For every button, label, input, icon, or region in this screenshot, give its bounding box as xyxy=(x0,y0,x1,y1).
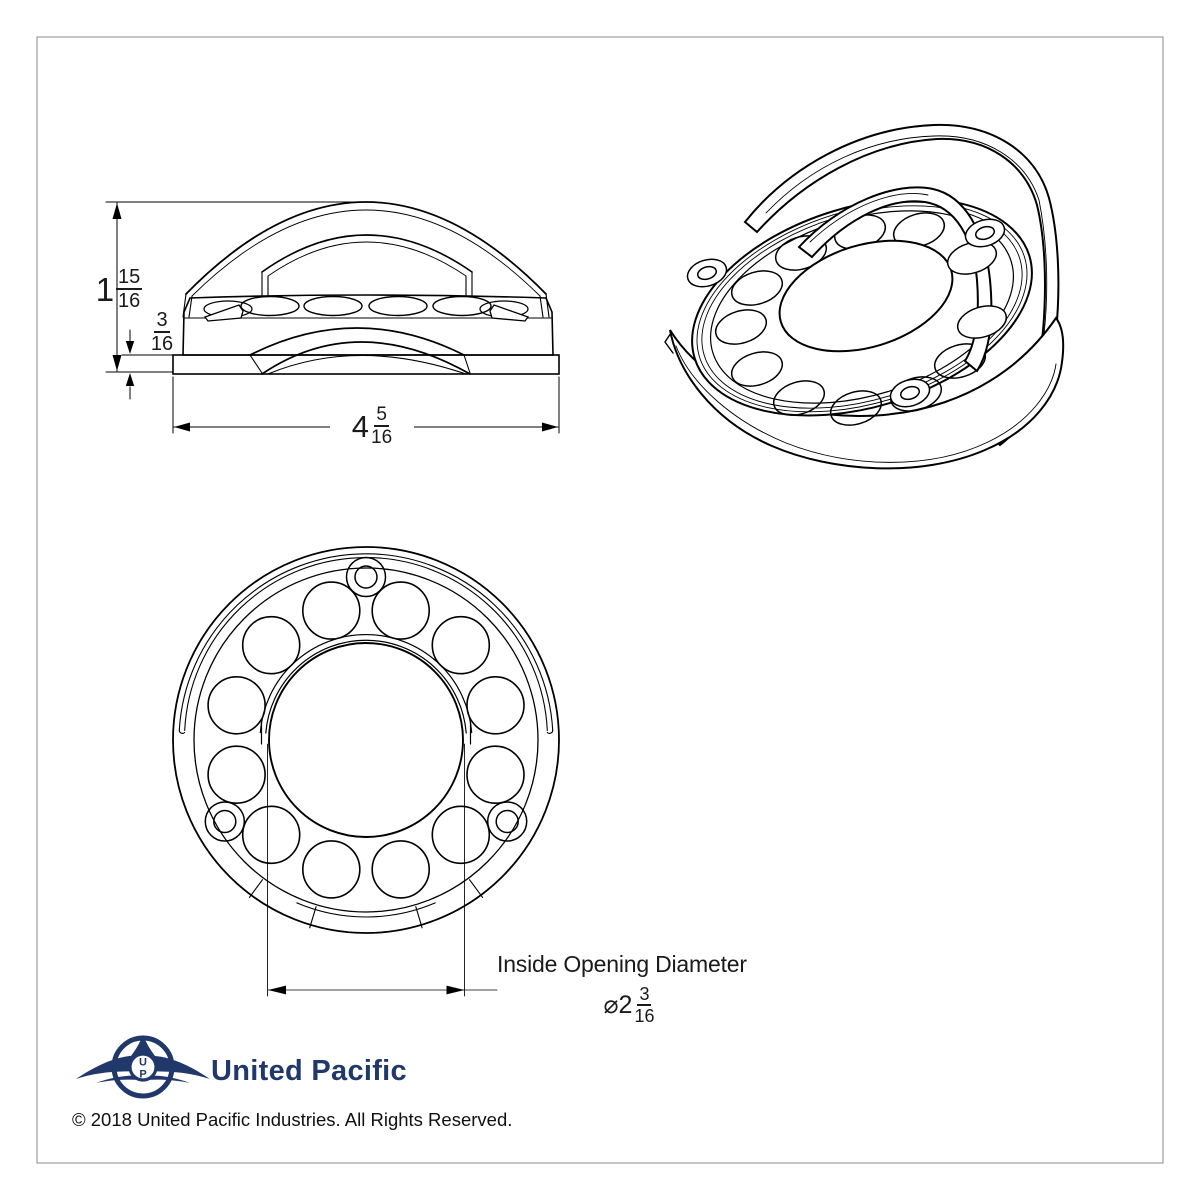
arrowhead-left xyxy=(174,422,190,432)
fraction-denominator: 16 xyxy=(634,1006,655,1026)
inside-opening-circle xyxy=(268,642,464,838)
brand-wordmark: United Pacific xyxy=(211,1054,407,1087)
arrowhead-up xyxy=(112,203,122,219)
fraction-denominator: 16 xyxy=(371,427,393,448)
dim-fraction: 3 16 xyxy=(634,985,654,1025)
face-edge-circle xyxy=(193,567,539,913)
fraction-numerator: 15 xyxy=(116,266,143,290)
flange-dimension-label: 3 16 xyxy=(142,309,180,355)
dim-whole-number: 4 xyxy=(351,408,370,444)
monogram-p: P xyxy=(139,1069,146,1081)
side-view-part xyxy=(172,201,560,375)
fraction-numerator: 3 xyxy=(637,984,652,1006)
left-tab xyxy=(203,304,244,322)
fraction-numerator: 3 xyxy=(154,309,170,333)
front-view-drawing xyxy=(172,546,560,997)
iso-mounting-bosses xyxy=(686,218,1006,408)
dim-fraction: 5 16 xyxy=(371,405,392,447)
inside-opening-diameter-value: ⌀2 3 16 xyxy=(583,984,675,1026)
inside-opening-diameter-label: Inside Opening Diameter xyxy=(497,950,747,977)
diameter-symbol-and-whole: ⌀2 xyxy=(603,990,633,1019)
dim-whole-number: 1 xyxy=(95,270,115,308)
fraction-denominator: 16 xyxy=(150,333,174,355)
iso-windshield-band xyxy=(797,186,993,373)
opening-dimension xyxy=(267,743,498,997)
dim-fraction: 15 16 xyxy=(116,266,143,312)
arrowhead-left xyxy=(268,985,286,995)
arrowhead-down xyxy=(112,355,122,371)
front-mounting-bosses xyxy=(204,556,528,842)
fraction-denominator: 16 xyxy=(118,290,141,312)
arrowhead-right xyxy=(542,422,558,432)
dim-fraction: 3 16 xyxy=(151,310,173,354)
right-tab xyxy=(489,304,530,322)
fraction-numerator: 5 xyxy=(374,404,389,427)
width-dimension-label: 4 5 16 xyxy=(330,403,414,449)
isometric-view-drawing xyxy=(664,123,1065,470)
copyright-text: © 2018 United Pacific Industries. All Ri… xyxy=(72,1108,513,1130)
arrowhead-down xyxy=(125,341,135,354)
arrowhead-up xyxy=(125,373,135,386)
arrowhead-right xyxy=(446,985,465,995)
monogram-u: U xyxy=(139,1057,147,1069)
height-dimension-label: 1 15 16 xyxy=(86,264,152,314)
emblem-badge xyxy=(128,1052,158,1082)
front-gauge-holes xyxy=(207,581,525,899)
page-border xyxy=(36,36,1164,1164)
united-pacific-logo-emblem: U P xyxy=(76,1035,210,1099)
outer-edge-circle xyxy=(172,546,560,934)
